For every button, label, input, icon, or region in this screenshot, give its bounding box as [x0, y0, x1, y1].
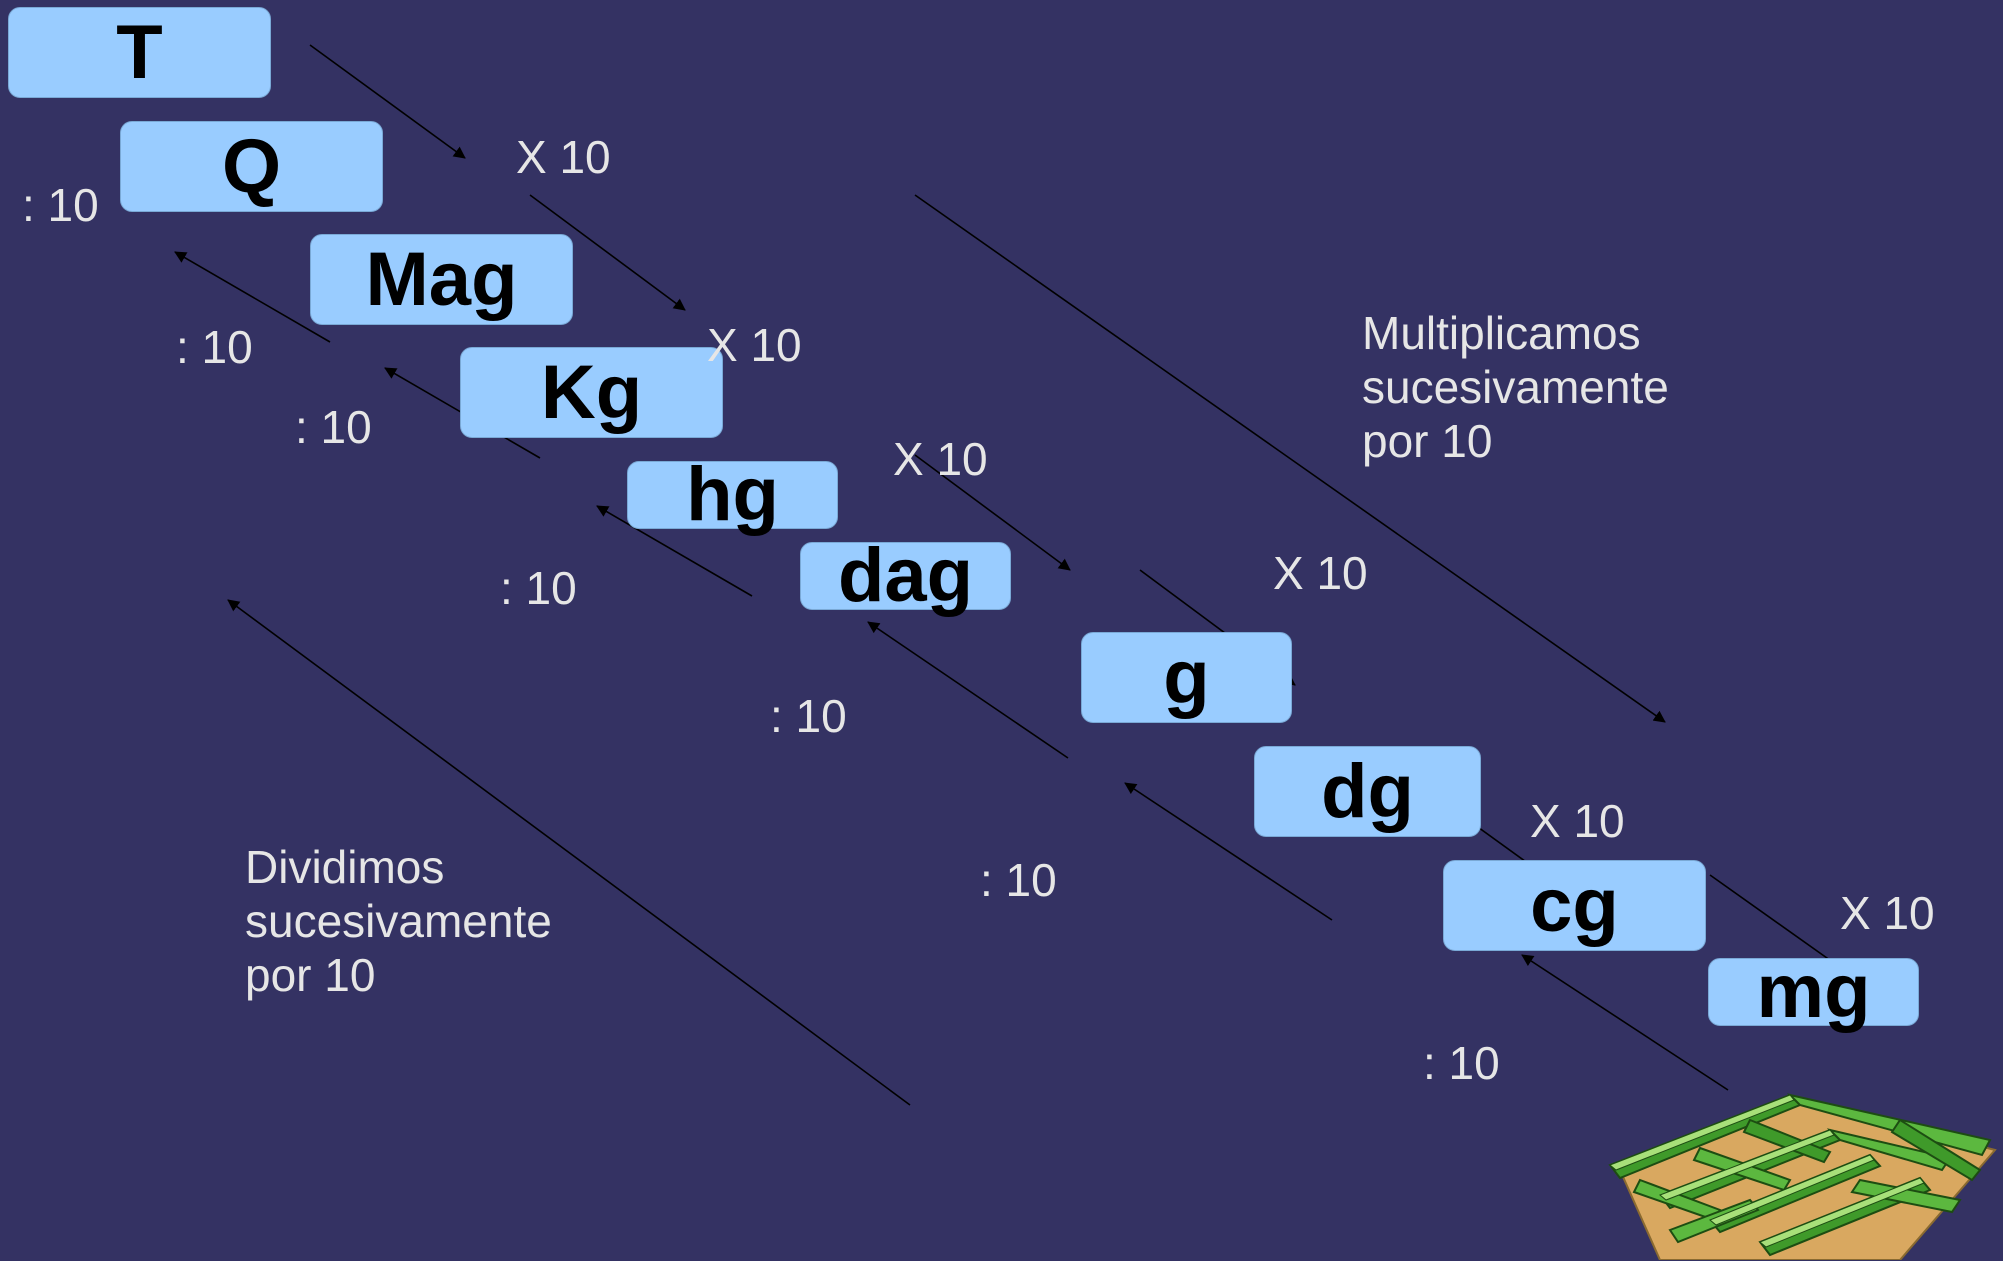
multiply-arrow	[914, 194, 1666, 723]
divide-arrow	[1124, 782, 1333, 921]
divide-label: : 10	[980, 854, 1057, 906]
multiply-label: X 10	[893, 433, 988, 485]
multiply-label: X 10	[516, 131, 611, 183]
unit-box-hg: hg	[627, 457, 838, 533]
divide-note-line: sucesivamente	[245, 895, 552, 947]
unit-box-dg: dg	[1254, 746, 1481, 837]
divide-label: : 10	[176, 321, 253, 373]
unit-box-g: g	[1081, 632, 1292, 723]
divide-note-line: por 10	[245, 949, 376, 1001]
multiply-label: X 10	[1840, 887, 1935, 939]
divide-arrow	[174, 251, 331, 343]
unit-box-cg: cg	[1443, 860, 1706, 951]
multiply-label: X 10	[707, 319, 802, 371]
divide-label: : 10	[22, 179, 99, 231]
multiply-arrow	[914, 454, 1071, 571]
multiply-label: X 10	[1273, 547, 1368, 599]
divide-label: : 10	[500, 562, 577, 614]
multiply-arrow	[309, 44, 466, 159]
divide-note: Dividimos sucesivamente por 10	[245, 840, 552, 1002]
unit-box-q: Q	[120, 121, 383, 212]
unit-box-dag: dag	[800, 538, 1011, 614]
divide-note-line: Dividimos	[245, 841, 445, 893]
multiply-note-line: Multiplicamos	[1362, 307, 1641, 359]
divide-arrow	[867, 621, 1069, 759]
divide-label: : 10	[295, 401, 372, 453]
divide-arrow	[596, 505, 753, 597]
multiply-label: X 10	[1530, 795, 1625, 847]
multiply-note: Multiplicamos sucesivamente por 10	[1362, 306, 1669, 468]
unit-box-t: T	[8, 7, 271, 98]
unit-box-mg: mg	[1708, 954, 1919, 1030]
divide-label: : 10	[1423, 1037, 1500, 1089]
maze-clipart-icon	[1608, 1093, 1997, 1260]
divide-arrow	[1521, 954, 1729, 1091]
unit-box-kg: Kg	[460, 347, 723, 438]
divide-arrow	[227, 599, 911, 1106]
multiply-note-line: sucesivamente	[1362, 361, 1669, 413]
divide-label: : 10	[770, 690, 847, 742]
multiply-arrow	[529, 194, 686, 311]
multiply-note-line: por 10	[1362, 415, 1493, 467]
unit-box-mag: Mag	[310, 234, 573, 325]
